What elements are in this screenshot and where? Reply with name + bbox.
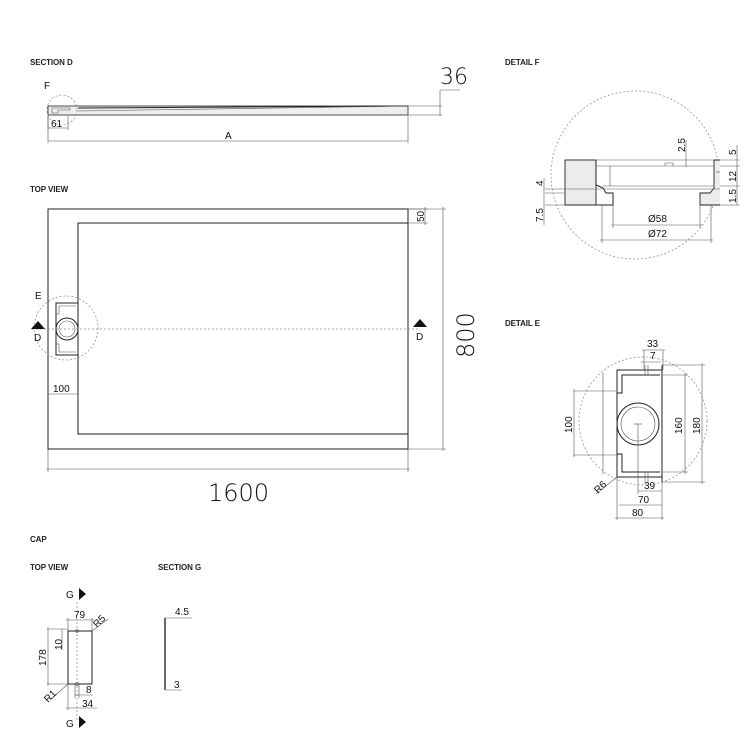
top-view-title: TOP VIEW bbox=[30, 185, 69, 194]
cap-section-marker-top: G bbox=[66, 590, 74, 601]
section-g-view: 4.5 3 bbox=[164, 607, 192, 691]
detail-f-dim-2-5: 2.5 bbox=[677, 138, 688, 152]
length-dim: A bbox=[225, 131, 232, 142]
drain-offset-dim: 61 bbox=[51, 119, 63, 130]
detail-e-title: DETAIL E bbox=[505, 319, 540, 328]
detail-e-view: 33 7 100 160 180 R6 39 70 80 bbox=[564, 339, 708, 520]
detail-e-marker: E bbox=[35, 291, 42, 302]
section-g-dim-4-5: 4.5 bbox=[175, 607, 189, 618]
detail-e-dim-180: 180 bbox=[692, 417, 703, 434]
cap-dim-r1: R1 bbox=[42, 688, 59, 705]
drain-icon bbox=[55, 317, 79, 341]
detail-f-title: DETAIL F bbox=[505, 58, 540, 67]
section-d-title: SECTION D bbox=[30, 58, 73, 67]
cap-title: CAP bbox=[30, 535, 47, 544]
detail-e-dim-70: 70 bbox=[638, 495, 650, 506]
height-dim: 36 bbox=[440, 65, 468, 90]
detail-f-dim-5: 5 bbox=[728, 149, 739, 155]
cap-dim-r5: R5 bbox=[91, 613, 108, 630]
outer-diameter-dim: Ø72 bbox=[648, 229, 667, 240]
cap-dim-178: 178 bbox=[38, 649, 49, 666]
section-marker-right: D bbox=[416, 332, 423, 343]
detail-e-dim-160: 160 bbox=[674, 417, 685, 434]
width-dim: 1600 bbox=[208, 479, 269, 507]
cap-section-marker-bottom: G bbox=[66, 719, 74, 730]
depth-dim: 800 bbox=[452, 312, 480, 358]
detail-e-dim-80: 80 bbox=[632, 508, 644, 519]
section-arrow-bottom-icon bbox=[79, 716, 86, 728]
detail-e-dim-33: 33 bbox=[647, 339, 659, 350]
cap-dim-79: 79 bbox=[74, 610, 86, 621]
rim-dim: 50 bbox=[416, 210, 427, 222]
cap-dim-34: 34 bbox=[82, 699, 94, 710]
cap-dim-8: 8 bbox=[86, 685, 92, 696]
drain-zone-dim: 100 bbox=[53, 384, 70, 395]
tray-top-view: E D D 100 50 800 1600 bbox=[31, 207, 480, 507]
section-marker-left: D bbox=[34, 333, 41, 344]
section-g-title: SECTION G bbox=[158, 563, 202, 572]
section-d-view: F 61 A 36 bbox=[44, 65, 468, 143]
cap-top-view: G 79 R5 178 10 R1 8 34 G bbox=[38, 588, 108, 730]
detail-f-dim-4: 4 bbox=[535, 180, 546, 186]
detail-f-view: Ø58 Ø72 5 12 1.5 2.5 4 7.5 bbox=[535, 90, 740, 260]
inner-diameter-dim: Ø58 bbox=[648, 214, 667, 225]
cap-dim-10: 10 bbox=[54, 638, 65, 650]
cap-outline bbox=[67, 630, 93, 685]
detail-f-dim-12: 12 bbox=[728, 170, 739, 182]
section-arrow-left-icon bbox=[31, 321, 45, 329]
detail-e-dim-39: 39 bbox=[644, 481, 656, 492]
detail-e-dim-7: 7 bbox=[650, 351, 656, 362]
detail-f-marker: F bbox=[44, 81, 50, 92]
detail-f-dim-7-5: 7.5 bbox=[535, 208, 546, 222]
detail-f-dim-1-5: 1.5 bbox=[728, 189, 739, 203]
cap-top-view-title: TOP VIEW bbox=[30, 563, 69, 572]
section-arrow-right-icon bbox=[413, 319, 427, 327]
section-arrow-top-icon bbox=[79, 588, 86, 600]
section-g-dim-3: 3 bbox=[174, 680, 180, 691]
detail-e-dim-100: 100 bbox=[564, 416, 575, 433]
detail-f-callout-circle bbox=[46, 94, 78, 126]
detail-e-dim-r6: R6 bbox=[592, 479, 609, 496]
